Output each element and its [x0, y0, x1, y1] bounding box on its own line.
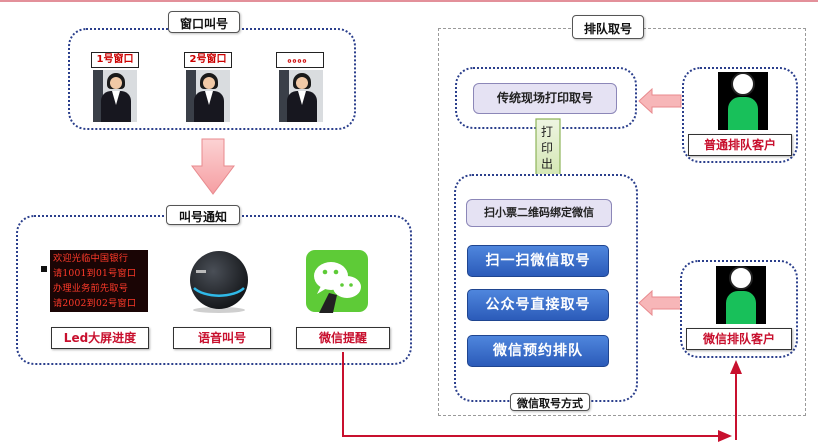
- queue-title: 排队取号: [572, 15, 644, 39]
- clerk-image-3: [279, 70, 323, 122]
- wechat-customer-avatar: [716, 266, 766, 324]
- left-arrow-icon: [638, 88, 682, 114]
- window-label-1: 1号窗口: [91, 52, 139, 68]
- down-arrow-icon: [191, 138, 235, 195]
- call-notify-title: 叫号通知: [166, 205, 240, 225]
- top-divider: [0, 0, 818, 2]
- wechat-method-official-button[interactable]: 公众号直接取号: [467, 289, 609, 321]
- window-label-2: 2号窗口: [184, 52, 232, 68]
- speaker-icon: [190, 251, 248, 313]
- scan-bind-label: 扫小票二维码绑定微信: [466, 199, 612, 227]
- wechat-methods-title: 微信取号方式: [510, 393, 590, 411]
- led-line-4: 请2002到02号窗口: [53, 298, 137, 309]
- clerk-image-1: [93, 70, 137, 122]
- led-mount: [41, 266, 47, 272]
- channel-led-label: Led大屏进度: [51, 327, 149, 349]
- led-line-2: 请1001到01号窗口: [53, 268, 137, 279]
- normal-customer-label: 普通排队客户: [688, 134, 792, 156]
- channel-voice-label: 语音叫号: [173, 327, 271, 349]
- wechat-method-reserve-button[interactable]: 微信预约排队: [467, 335, 609, 367]
- wechat-method-scan-button[interactable]: 扫一扫微信取号: [467, 245, 609, 277]
- wechat-icon: [306, 250, 368, 313]
- led-line-3: 办理业务前先取号: [53, 283, 129, 294]
- led-line-1: 欢迎光临中国银行: [53, 253, 129, 264]
- traditional-print-label: 传统现场打印取号: [473, 83, 617, 114]
- wechat-customer-label: 微信排队客户: [686, 328, 792, 350]
- window-call-title: 窗口叫号: [168, 11, 240, 33]
- window-label-more: 。。。。: [276, 52, 324, 68]
- led-screen: 欢迎光临中国银行 请1001到01号窗口 办理业务前先取号 请2002到02号窗…: [50, 250, 148, 312]
- channel-wechat-label: 微信提醒: [296, 327, 390, 349]
- clerk-image-2: [186, 70, 230, 122]
- normal-customer-avatar: [718, 72, 768, 130]
